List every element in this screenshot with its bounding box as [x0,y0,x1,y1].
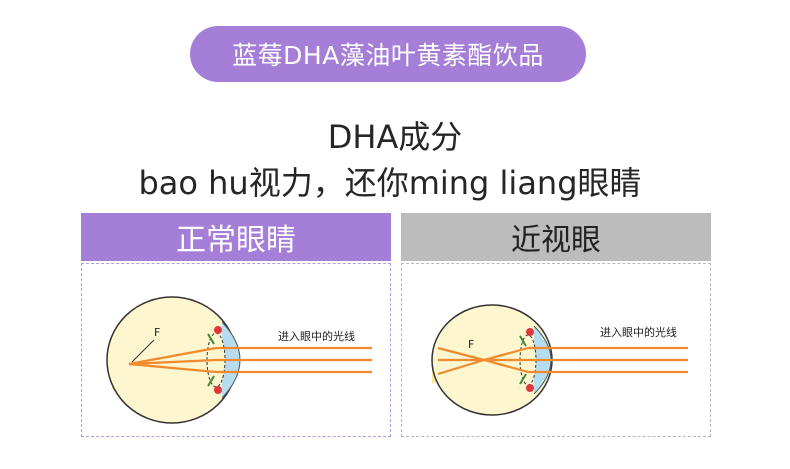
headline-line-2: bao hu视力，还你ming liang眼睛 [138,164,642,202]
headline-line-1: DHA成分 [327,118,463,156]
product-title: 蓝莓DHA藻油叶黄素酯饮品 [232,41,544,70]
ciliary-top [526,328,534,336]
ciliary-bottom [526,384,534,392]
ray-top-refracted [128,346,217,366]
ray-top-refracted [483,346,529,362]
ray-bottom-refracted [128,362,217,374]
myopia-eye-header: 近视眼 [401,213,711,261]
normal-eye-header: 正常眼睛 [81,213,391,261]
product-title-banner: 蓝莓DHA藻油叶黄素酯饮品 [190,26,586,82]
normal-eye-diagram: F 进入眼中的光线 [81,263,391,437]
ciliary-bottom [214,386,222,394]
myopia-eye-panel: 近视眼 F 进入眼中的光线 [401,213,711,437]
normal-eye-illustration [106,296,372,424]
myopia-eye-title: 近视眼 [511,223,601,258]
normal-ray-label: 进入眼中的光线 [278,330,355,343]
ray-bottom-refracted [483,358,529,374]
myopia-eye-illustration [431,304,688,416]
myopia-ray-label: 进入眼中的光线 [600,326,677,339]
ciliary-top [214,326,222,334]
ray-middle-refracted [128,358,217,366]
myopia-focus-label: F [468,338,475,351]
normal-eye-panel: 正常眼睛 F 进入眼中的光线 [81,213,391,437]
ray-bottom-diverge [437,346,485,362]
ciliary-muscle [207,333,215,387]
normal-focus-label: F [154,326,161,339]
normal-eye-title: 正常眼睛 [176,223,296,258]
ray-top-diverge [437,358,485,376]
ciliary-muscle [519,335,527,385]
myopia-eye-diagram: F 进入眼中的光线 [401,263,711,437]
focus-pointer [131,339,155,363]
